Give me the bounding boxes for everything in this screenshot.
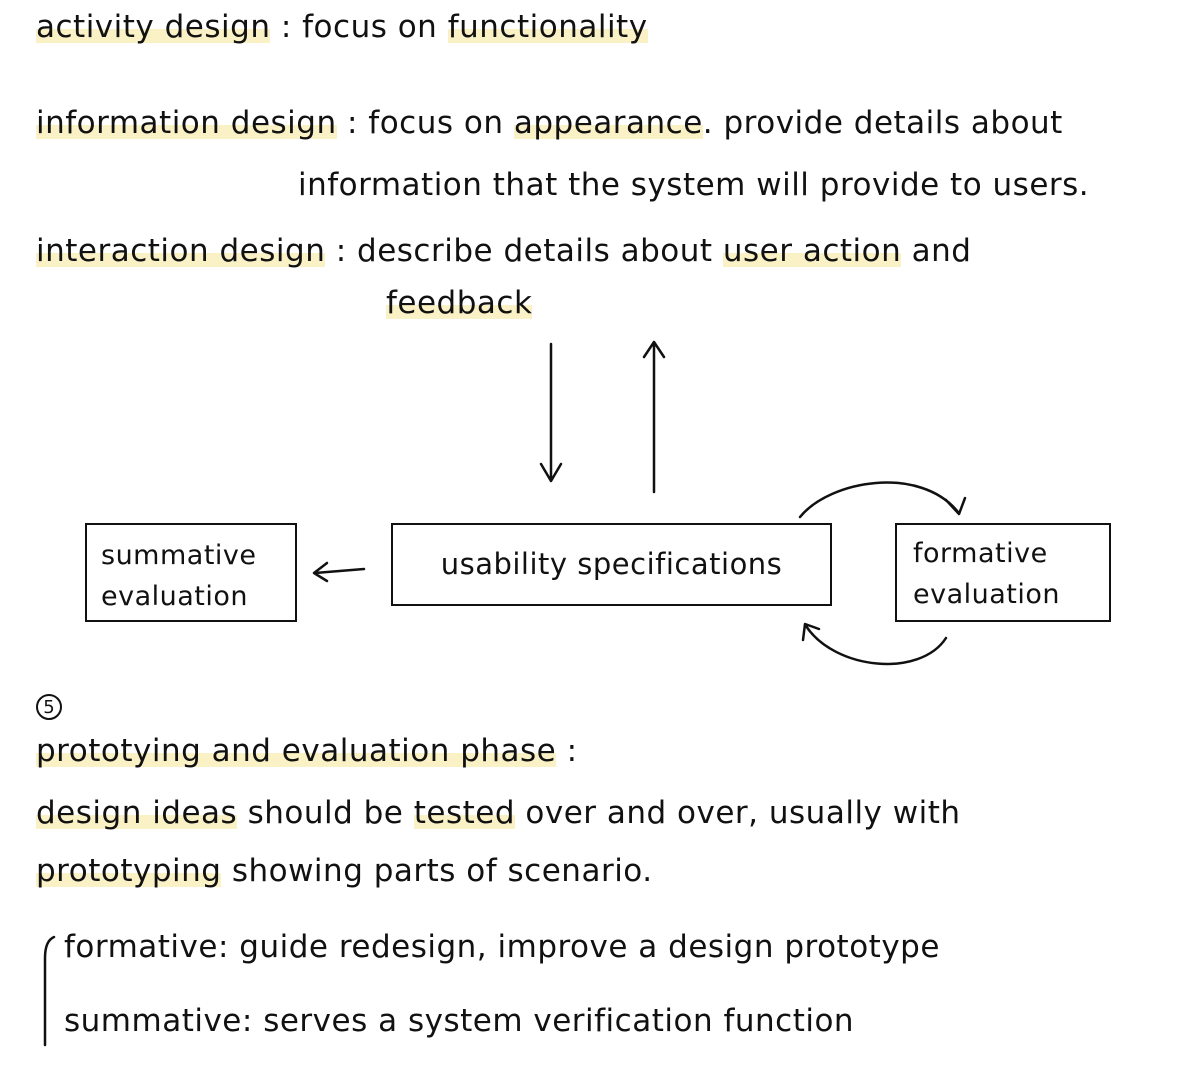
keyword-feedback: feedback	[386, 285, 533, 321]
term-information-design: information design	[36, 105, 337, 141]
term-interaction-design: interaction design	[36, 233, 326, 269]
interaction-design-continuation: feedback	[386, 285, 533, 322]
line-text-2: and	[911, 233, 972, 269]
formative-box-line2: evaluation	[913, 579, 1061, 610]
up-arrow	[642, 340, 666, 494]
line-text: focus on	[302, 9, 438, 45]
line-text-2: . provide details about	[702, 105, 1063, 141]
separator: :	[346, 105, 358, 141]
summative-box-line1: summative	[101, 540, 257, 571]
activity-design-line: activity design : focus on functionality	[36, 9, 648, 46]
heading-text: prototying and evaluation phase	[36, 733, 557, 769]
term-activity-design: activity design	[36, 9, 271, 45]
summative-evaluation-box: summative evaluation	[85, 523, 297, 622]
line2-text-b: showing parts of scenario.	[231, 853, 653, 889]
summative-box-line2: evaluation	[101, 581, 249, 612]
section5-line2: prototyping showing parts of scenario.	[36, 853, 653, 890]
usability-specifications-label: usability specifications	[440, 546, 783, 581]
separator: :	[280, 9, 292, 45]
information-design-line: information design : focus on appearance…	[36, 105, 1063, 142]
interaction-design-line: interaction design : describe details ab…	[36, 233, 972, 270]
list-term: summative	[64, 1003, 242, 1039]
section5-line1: design ideas should be tested over and o…	[36, 795, 961, 832]
list-item-summative: summative: serves a system verification …	[64, 1003, 855, 1040]
line-text: focus on	[368, 105, 504, 141]
formative-box-line1: formative	[913, 538, 1048, 569]
list-item-formative: formative: guide redesign, improve a des…	[64, 929, 940, 966]
formative-evaluation-box: formative evaluation	[895, 523, 1111, 622]
keyword-functionality: functionality	[447, 9, 648, 45]
line1-text-b: should be	[247, 795, 404, 831]
list-separator: :	[241, 1003, 253, 1039]
line1-text-d: over and over, usually with	[525, 795, 961, 831]
heading-separator: :	[566, 733, 578, 769]
usability-specifications-box: usability specifications	[391, 523, 832, 606]
curved-arrow-top	[798, 481, 967, 519]
keyword-tested: tested	[413, 795, 516, 831]
keyword-design-ideas: design ideas	[36, 795, 238, 831]
list-bracket	[43, 935, 56, 1047]
phase-heading: prototying and evaluation phase :	[36, 733, 578, 770]
keyword-prototyping: prototyping	[36, 853, 222, 889]
keyword-user-action: user action	[722, 233, 902, 269]
curved-arrow-bottom	[801, 622, 948, 666]
information-design-continuation: information that the system will provide…	[298, 167, 1090, 203]
down-arrow	[539, 342, 563, 483]
list-term: formative	[64, 929, 218, 965]
list-separator: :	[217, 929, 229, 965]
left-arrow	[312, 561, 366, 583]
section-number-badge: 5	[36, 694, 62, 720]
line-text: describe details about	[357, 233, 713, 269]
separator: :	[335, 233, 347, 269]
list-text: guide redesign, improve a design prototy…	[239, 929, 940, 965]
list-text: serves a system verification function	[263, 1003, 855, 1039]
keyword-appearance: appearance	[513, 105, 703, 141]
